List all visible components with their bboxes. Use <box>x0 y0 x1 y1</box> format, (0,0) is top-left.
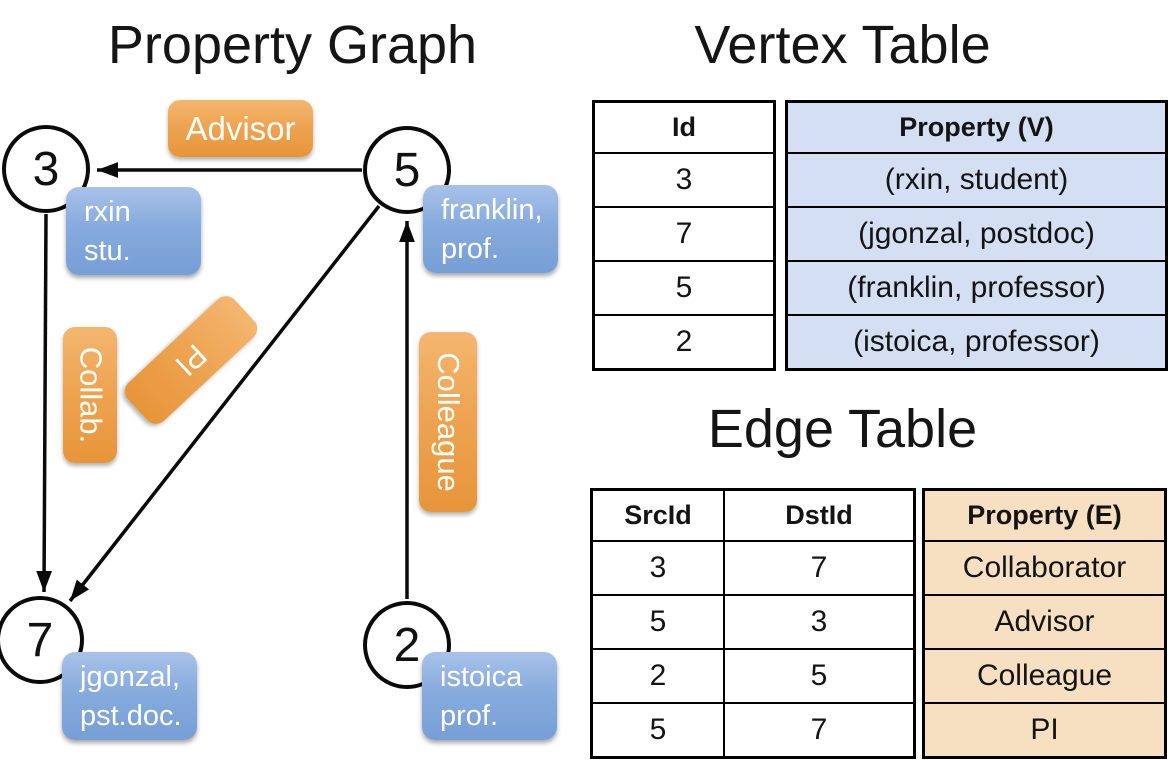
table-cell: (istoica, professor) <box>788 314 1165 368</box>
vertex-table-property-column: Property (V) (rxin, student) (jgonzal, p… <box>785 100 1168 371</box>
vertex-property-box-franklin: franklin, prof. <box>423 185 558 273</box>
table-cell: 3 <box>725 594 913 648</box>
edge-table-id-columns: SrcId 3 5 2 5 DstId 7 3 5 7 <box>590 488 916 759</box>
node-id-label: 2 <box>393 618 421 672</box>
edge-table-dstid-header: DstId <box>785 500 853 530</box>
vertex-property-line: stu. <box>84 235 131 267</box>
vertex-property-line: istoica <box>440 661 523 693</box>
table-cell: Collaborator <box>925 540 1164 594</box>
vertex-table-title: Vertex Table <box>694 15 991 75</box>
edge-label-advisor: Advisor <box>168 100 313 157</box>
node-id-label: 5 <box>393 143 421 197</box>
edge-3-to-7 <box>36 213 52 593</box>
vertex-table: Id 3 7 5 2 Property (V) (rxin, student) … <box>592 100 1168 371</box>
vertex-table-property-header: Property (V) <box>788 103 1165 152</box>
graph-edges-svg <box>36 162 415 603</box>
edge-table-srcid-header: SrcId <box>624 500 692 530</box>
vertex-property-line: pst.doc. <box>80 700 182 732</box>
vertex-property-line: jgonzal, <box>80 661 180 693</box>
table-cell: 2 <box>593 648 723 702</box>
table-cell: 5 <box>725 648 913 702</box>
graph-node-5: 5 <box>363 126 451 214</box>
edge-5-to-7 <box>68 204 381 603</box>
table-cell: 3 <box>595 152 773 206</box>
edge-table-dstid-column: DstId 7 3 5 7 <box>723 491 913 756</box>
vertex-table-id-header: Id <box>672 112 696 142</box>
table-cell: Colleague <box>925 648 1164 702</box>
edge-table-title: Edge Table <box>707 399 978 459</box>
vertex-property-box-jgonzal: jgonzal, pst.doc. <box>62 652 197 740</box>
table-cell: 7 <box>595 206 773 260</box>
table-cell: 5 <box>593 702 723 756</box>
vertex-property-line: franklin, <box>441 194 543 226</box>
edge-label-collab: Collab. <box>63 327 117 463</box>
edge-label-colleague: Colleague <box>419 332 477 512</box>
table-cell: (franklin, professor) <box>788 260 1165 314</box>
table-cell: 5 <box>593 594 723 648</box>
edge-table: SrcId 3 5 2 5 DstId 7 3 5 7 Property (E)… <box>590 488 1167 759</box>
vertex-property-line: prof. <box>441 233 500 265</box>
edge-table-property-header: Property (E) <box>925 491 1164 540</box>
table-cell: PI <box>925 702 1164 756</box>
vertex-property-box-rxin: rxin stu. <box>66 187 201 275</box>
table-cell: 7 <box>725 540 913 594</box>
edge-label-text: Advisor <box>185 109 296 147</box>
node-id-label: 3 <box>32 142 60 196</box>
table-cell: 7 <box>725 702 913 756</box>
graph-node-2: 2 <box>363 601 451 689</box>
vertex-property-line: prof. <box>440 700 499 732</box>
property-graph-title: Property Graph <box>107 15 478 75</box>
table-cell: 2 <box>595 314 773 368</box>
table-cell: (rxin, student) <box>788 152 1165 206</box>
table-cell: 5 <box>595 260 773 314</box>
node-id-label: 7 <box>26 613 54 667</box>
table-cell: Advisor <box>925 594 1164 648</box>
edge-label-text: Collab. <box>73 346 108 444</box>
edge-label-text: Colleague <box>431 352 467 492</box>
edge-label-text: PI <box>168 337 214 384</box>
table-cell: 3 <box>593 540 723 594</box>
edge-table-property-column: Property (E) Collaborator Advisor Collea… <box>922 488 1167 759</box>
vertex-property-line: rxin <box>84 196 131 228</box>
vertex-table-id-column: Id 3 7 5 2 <box>592 100 776 371</box>
edge-table-srcid-column: SrcId 3 5 2 5 <box>593 491 723 756</box>
table-cell: (jgonzal, postdoc) <box>788 206 1165 260</box>
vertex-property-box-istoica: istoica prof. <box>422 652 557 740</box>
